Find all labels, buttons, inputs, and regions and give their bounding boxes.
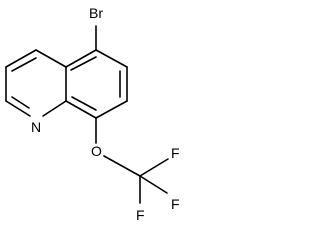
bond-c4a-c5 — [65, 49, 97, 68]
bond-c4a-c2 — [35, 49, 67, 68]
nitrogen-label: N — [31, 119, 41, 135]
bond-c4-n1 — [5, 100, 31, 117]
bond-c7-c8 — [95, 100, 128, 119]
bond-cf3-f-right — [139, 175, 168, 194]
bond-c2-c3 — [5, 49, 37, 68]
bond-c4a-c5-inner — [70, 56, 97, 71]
bond-c4-n1-inner — [11, 96, 30, 109]
bond-c2-c3-inner — [11, 57, 37, 72]
bond-o-cf3 — [103, 155, 141, 177]
oxygen-label: O — [91, 143, 102, 159]
bond-c8-c8a — [65, 100, 97, 119]
bond-cf3-f-top — [139, 158, 169, 177]
fluorine-label-top: F — [171, 145, 180, 161]
fluorine-label-right: F — [171, 196, 180, 212]
fluorine-label-bottom: F — [136, 207, 145, 223]
bond-c5-c6 — [95, 49, 128, 68]
bond-n1-c8a — [42, 100, 67, 117]
chemical-structure-diagram: Br N O F F F — [5, 5, 180, 223]
bromine-label: Br — [89, 5, 103, 21]
bond-c8-c8a-inner — [71, 96, 97, 111]
